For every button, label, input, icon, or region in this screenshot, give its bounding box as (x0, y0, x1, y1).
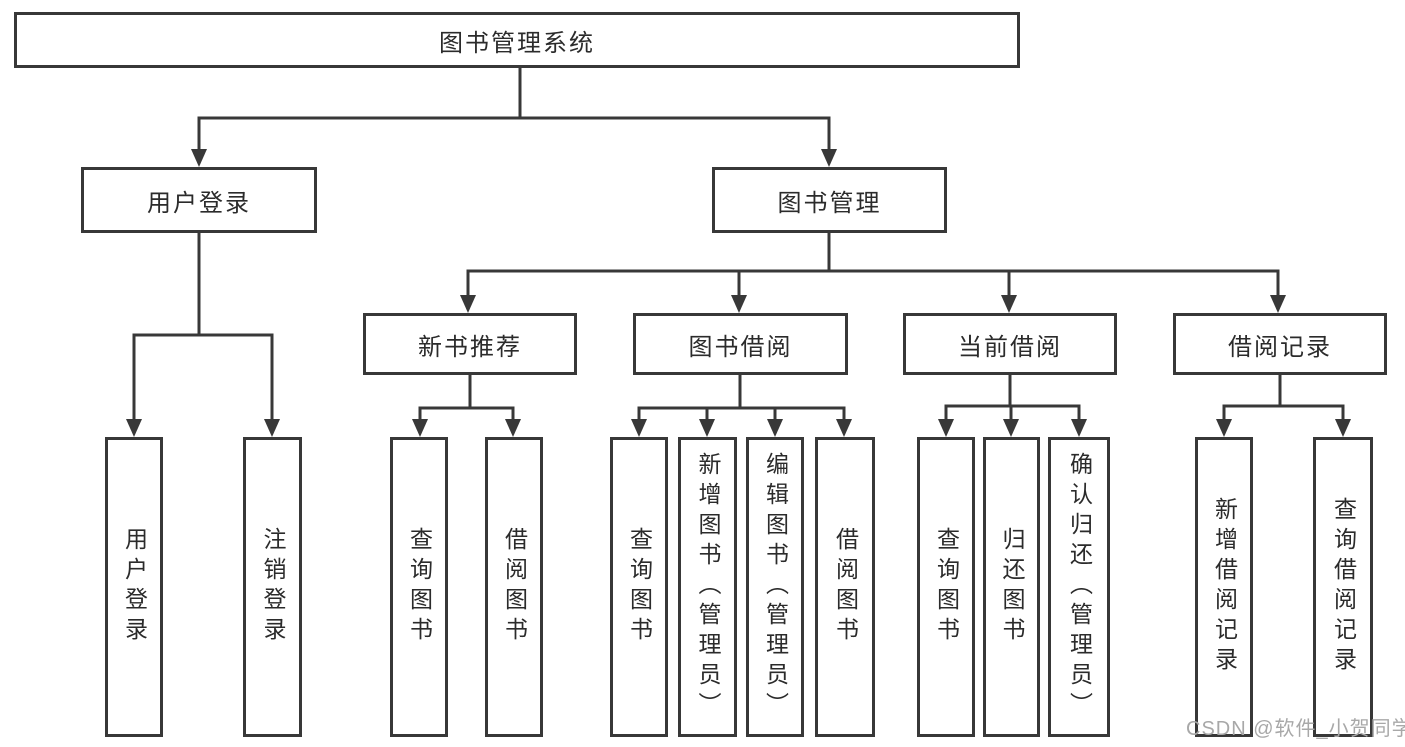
node-add-borrow-record-label: 新增借阅记录 (1211, 497, 1238, 677)
node-query-books-borrowing: 查询图书 (610, 437, 668, 737)
node-current-borrowing: 当前借阅 (903, 313, 1117, 375)
node-return-books-label: 归还图书 (999, 527, 1025, 647)
node-book-borrowing-label: 图书借阅 (688, 333, 793, 361)
node-query-books-recommend-label: 查询图书 (406, 527, 433, 647)
node-query-books-recommend: 查询图书 (390, 437, 448, 737)
node-borrowing-records: 借阅记录 (1173, 313, 1387, 375)
node-confirm-return-admin-label: 确认归还（管理员） (1066, 452, 1093, 722)
node-query-books-borrowing-label: 查询图书 (626, 527, 653, 647)
node-borrowing-records-label: 借阅记录 (1228, 333, 1332, 361)
node-borrow-books-borrowing-label: 借阅图书 (832, 527, 859, 647)
node-new-book-recommend: 新书推荐 (363, 313, 577, 375)
node-user-login-label: 用户登录 (147, 189, 251, 217)
node-query-borrow-record-label: 查询借阅记录 (1330, 497, 1357, 677)
node-borrow-books-recommend: 借阅图书 (485, 437, 543, 737)
node-add-book-admin: 新增图书（管理员） (678, 437, 737, 737)
node-root-label: 图书管理系统 (439, 29, 595, 57)
node-root: 图书管理系统 (14, 12, 1020, 68)
node-current-borrowing-label: 当前借阅 (958, 333, 1062, 361)
node-user-login-leaf: 用户登录 (105, 437, 163, 737)
node-query-books-current-label: 查询图书 (933, 527, 960, 647)
node-book-management-label: 图书管理 (777, 189, 882, 217)
node-query-books-current: 查询图书 (917, 437, 975, 737)
node-user-login-leaf-label: 用户登录 (121, 527, 148, 647)
node-book-borrowing: 图书借阅 (633, 313, 848, 375)
node-edit-book-admin: 编辑图书（管理员） (746, 437, 804, 737)
node-new-book-recommend-label: 新书推荐 (418, 333, 522, 361)
node-book-management: 图书管理 (712, 167, 947, 233)
node-edit-book-admin-label: 编辑图书（管理员） (762, 452, 789, 722)
node-user-login: 用户登录 (81, 167, 317, 233)
node-confirm-return-admin: 确认归还（管理员） (1048, 437, 1110, 737)
node-add-borrow-record: 新增借阅记录 (1195, 437, 1253, 737)
node-logout: 注销登录 (243, 437, 302, 737)
node-borrow-books-recommend-label: 借阅图书 (501, 527, 528, 647)
node-borrow-books-borrowing: 借阅图书 (815, 437, 875, 737)
csdn-watermark: CSDN @软件_小贺同学 (1186, 718, 1405, 740)
node-logout-label: 注销登录 (260, 527, 286, 647)
node-query-borrow-record: 查询借阅记录 (1313, 437, 1373, 737)
node-return-books: 归还图书 (983, 437, 1040, 737)
node-add-book-admin-label: 新增图书（管理员） (695, 452, 721, 722)
